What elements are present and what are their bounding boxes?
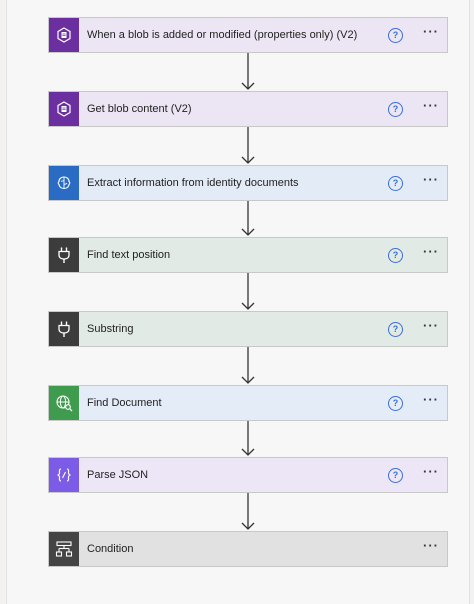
step-title: Get blob content (V2) [87, 103, 192, 115]
step-title: Substring [87, 323, 134, 335]
more-options-icon[interactable]: ··· [423, 24, 439, 39]
flow-step-find-text-position[interactable]: Find text position ? ··· [48, 237, 448, 273]
plug-icon [58, 247, 70, 263]
flow-step-condition[interactable]: Condition ··· [48, 531, 448, 567]
arrow-down-icon [241, 201, 255, 236]
blob-icon [57, 27, 71, 43]
arrow-down-icon [241, 273, 255, 310]
globe-icon [56, 395, 73, 412]
flow-step-get-blob-content[interactable]: Get blob content (V2) ? ··· [48, 91, 448, 127]
more-options-icon[interactable]: ··· [423, 464, 439, 479]
arrow-down-icon [241, 127, 255, 164]
flow-step-parse-json[interactable]: Parse JSON ? ··· [48, 457, 448, 493]
flow-step-find-document[interactable]: Find Document ? ··· [48, 385, 448, 421]
step-icon-box [49, 458, 79, 492]
step-icon-box [49, 238, 79, 272]
arrow-down-icon [241, 347, 255, 384]
more-options-icon[interactable]: ··· [423, 98, 439, 113]
help-icon[interactable]: ? [388, 27, 403, 43]
more-options-icon[interactable]: ··· [423, 318, 439, 333]
help-icon[interactable]: ? [388, 101, 403, 117]
step-icon-box [49, 166, 79, 200]
step-icon-box [49, 532, 79, 566]
arrow-down-icon [241, 53, 255, 90]
step-icon-box [49, 18, 79, 52]
step-title: Condition [87, 543, 134, 555]
more-options-icon[interactable]: ··· [423, 172, 439, 187]
step-title: Find text position [87, 249, 171, 261]
plug-icon [58, 321, 70, 337]
condition-icon [55, 541, 73, 557]
step-title: Find Document [87, 397, 162, 409]
help-icon[interactable]: ? [388, 467, 403, 483]
step-icon-box [49, 92, 79, 126]
help-icon[interactable]: ? [388, 175, 403, 191]
step-icon-box [49, 386, 79, 420]
help-icon[interactable]: ? [388, 321, 403, 337]
json-icon [57, 468, 71, 482]
flow-step-extract-identity[interactable]: Extract information from identity docume… [48, 165, 448, 201]
step-title: When a blob is added or modified (proper… [87, 29, 358, 41]
arrow-down-icon [241, 421, 255, 456]
more-options-icon[interactable]: ··· [423, 538, 439, 553]
flow-canvas: When a blob is added or modified (proper… [6, 0, 470, 604]
step-icon-box [49, 312, 79, 346]
arrow-down-icon [241, 493, 255, 530]
help-icon[interactable]: ? [388, 247, 403, 263]
blob-icon [57, 101, 71, 117]
brain-icon [57, 176, 71, 190]
more-options-icon[interactable]: ··· [423, 392, 439, 407]
step-title: Parse JSON [87, 469, 149, 481]
flow-step-trigger-blob[interactable]: When a blob is added or modified (proper… [48, 17, 448, 53]
more-options-icon[interactable]: ··· [423, 244, 439, 259]
step-title: Extract information from identity docume… [87, 177, 299, 189]
help-icon[interactable]: ? [388, 395, 403, 411]
flow-step-substring[interactable]: Substring ? ··· [48, 311, 448, 347]
